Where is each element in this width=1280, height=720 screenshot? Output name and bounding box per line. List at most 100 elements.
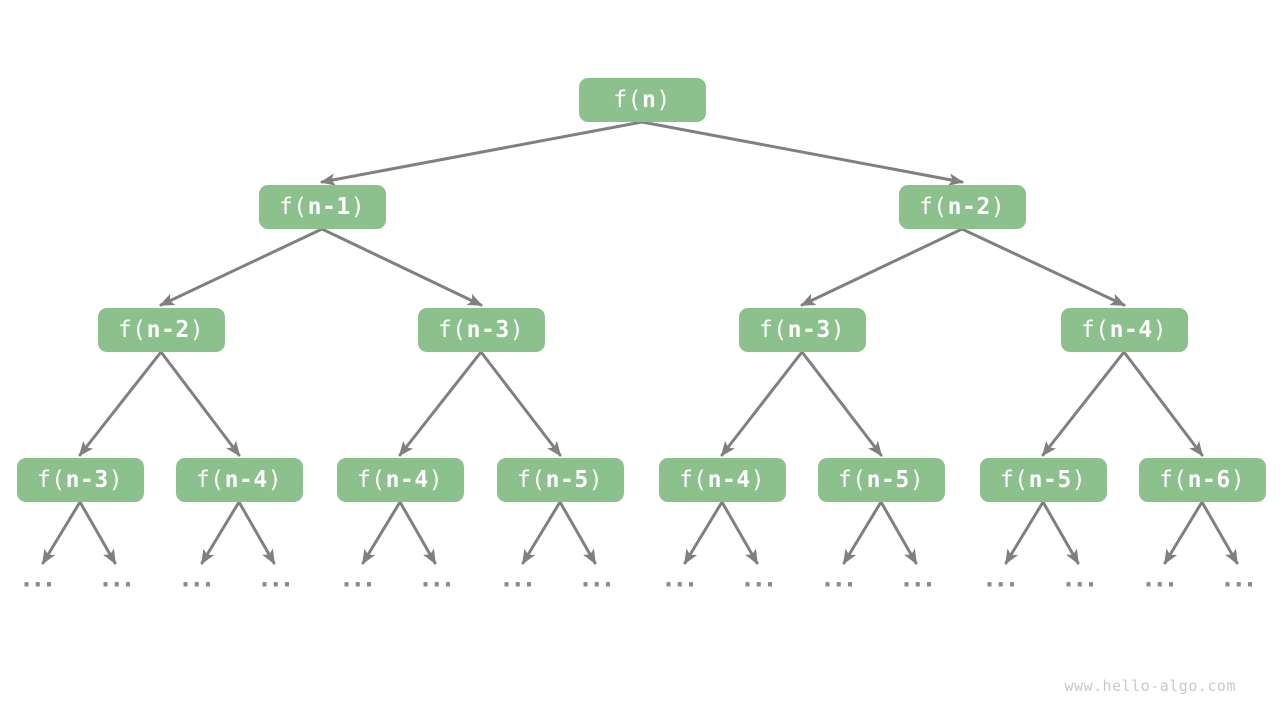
- subtree-ellipsis: ...: [502, 566, 536, 593]
- tree-node-n9: f(n-4): [336, 458, 464, 502]
- edge-arrow: [683, 500, 724, 565]
- edge-arrow: [159, 227, 324, 307]
- node-label-suffix: ): [350, 194, 366, 220]
- node-label-inner: n-6: [1187, 467, 1231, 493]
- node-label-suffix: ): [750, 467, 766, 493]
- edge-arrow: [842, 500, 883, 565]
- tree-node-n14: f(n-6): [1138, 458, 1266, 502]
- subtree-ellipsis: ...: [985, 566, 1019, 593]
- tree-node-n11: f(n-4): [658, 458, 786, 502]
- edge-arrow: [78, 350, 163, 457]
- node-label-prefix: f(: [837, 467, 867, 493]
- edge-arrow: [800, 350, 883, 457]
- tree-node-n2: f(n-2): [898, 185, 1026, 229]
- tree-node-n5: f(n-3): [738, 308, 866, 352]
- node-label-suffix: ): [108, 467, 124, 493]
- edge-arrow: [1122, 350, 1204, 457]
- node-label-inner: n-5: [866, 467, 910, 493]
- node-label-prefix: f(: [918, 194, 948, 220]
- edge-arrow: [320, 120, 644, 186]
- node-label-suffix: ): [267, 467, 283, 493]
- tree-node-n10: f(n-5): [496, 458, 624, 502]
- tree-node-n12: f(n-5): [817, 458, 945, 502]
- subtree-ellipsis: ...: [22, 566, 56, 593]
- subtree-ellipsis: ...: [1144, 566, 1178, 593]
- subtree-ellipsis: ...: [902, 566, 936, 593]
- node-label-suffix: ): [1230, 467, 1246, 493]
- tree-node-n13: f(n-5): [979, 458, 1107, 502]
- node-label-inner: n-3: [787, 317, 831, 343]
- edge-arrow: [558, 500, 597, 565]
- edge-arrow: [1041, 350, 1126, 457]
- edge-arrow: [720, 500, 759, 565]
- node-label-inner: n-4: [224, 467, 268, 493]
- watermark-text: www.hello-algo.com: [1064, 677, 1236, 695]
- subtree-ellipsis: ...: [581, 566, 615, 593]
- subtree-ellipsis: ...: [823, 566, 857, 593]
- node-label-suffix: ): [189, 317, 205, 343]
- subtree-ellipsis: ...: [1223, 566, 1257, 593]
- edge-arrow: [1041, 500, 1080, 565]
- node-label-inner: n-3: [466, 317, 510, 343]
- node-label-prefix: f(: [613, 87, 642, 113]
- subtree-ellipsis: ...: [260, 566, 294, 593]
- edge-arrow: [879, 500, 918, 565]
- subtree-ellipsis: ...: [101, 566, 135, 593]
- node-label-prefix: f(: [1080, 317, 1110, 343]
- node-label-prefix: f(: [278, 194, 308, 220]
- subtree-ellipsis: ...: [743, 566, 777, 593]
- node-label-prefix: f(: [117, 317, 147, 343]
- node-label-inner: n-3: [65, 467, 109, 493]
- subtree-ellipsis: ...: [181, 566, 215, 593]
- edge-arrow: [1004, 500, 1045, 565]
- edge-arrow: [720, 350, 804, 457]
- edge-arrow: [1163, 500, 1204, 565]
- node-label-inner: n: [641, 87, 657, 113]
- node-label-inner: n-2: [146, 317, 190, 343]
- tree-node-n0: f(n): [578, 78, 706, 122]
- node-label-inner: n-4: [385, 467, 429, 493]
- edge-arrow: [960, 227, 1126, 307]
- node-label-inner: n-1: [307, 194, 351, 220]
- tree-node-n8: f(n-4): [175, 458, 303, 502]
- node-label-suffix: ): [909, 467, 925, 493]
- edge-arrow: [361, 500, 402, 565]
- edge-arrow: [320, 227, 483, 307]
- edge-arrow: [1200, 500, 1239, 565]
- node-label-inner: n-4: [1109, 317, 1153, 343]
- node-label-suffix: ): [509, 317, 525, 343]
- edge-arrow: [521, 500, 562, 565]
- node-label-suffix: ): [588, 467, 604, 493]
- edge-arrow: [200, 500, 241, 565]
- edge-arrow: [78, 500, 117, 565]
- node-label-inner: n-2: [947, 194, 991, 220]
- node-label-prefix: f(: [999, 467, 1029, 493]
- tree-node-n4: f(n-3): [417, 308, 545, 352]
- subtree-ellipsis: ...: [664, 566, 698, 593]
- edge-arrow: [640, 120, 964, 186]
- tree-node-n1: f(n-1): [258, 185, 386, 229]
- node-label-inner: n-5: [1028, 467, 1072, 493]
- tree-node-n3: f(n-2): [97, 308, 225, 352]
- node-label-prefix: f(: [758, 317, 788, 343]
- edge-arrow: [159, 350, 241, 457]
- edge-arrow: [237, 500, 276, 565]
- edge-arrow: [479, 350, 562, 457]
- node-label-prefix: f(: [1158, 467, 1188, 493]
- subtree-ellipsis: ...: [342, 566, 376, 593]
- node-label-prefix: f(: [516, 467, 546, 493]
- node-label-prefix: f(: [36, 467, 66, 493]
- node-label-suffix: ): [428, 467, 444, 493]
- subtree-ellipsis: ...: [421, 566, 455, 593]
- node-label-suffix: ): [1152, 317, 1168, 343]
- node-label-inner: n-4: [707, 467, 751, 493]
- subtree-ellipsis: ...: [1064, 566, 1098, 593]
- node-label-prefix: f(: [195, 467, 225, 493]
- edge-arrow: [41, 500, 82, 565]
- node-label-prefix: f(: [678, 467, 708, 493]
- node-label-suffix: ): [1071, 467, 1087, 493]
- tree-node-n6: f(n-4): [1060, 308, 1188, 352]
- node-label-prefix: f(: [356, 467, 386, 493]
